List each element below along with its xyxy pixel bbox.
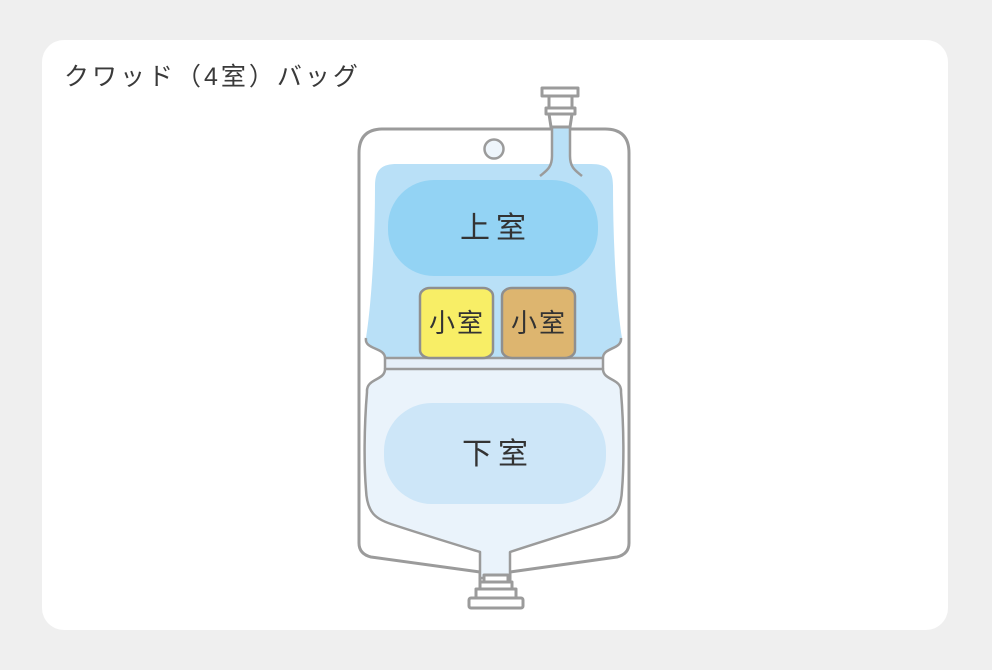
top-port-icon	[540, 86, 580, 129]
upper-chamber	[388, 180, 598, 276]
seal-band-lines	[364, 337, 623, 369]
diagram-title: クワッド（4室）バッグ	[64, 63, 361, 91]
top-neck-channel-lines	[539, 126, 583, 177]
hang-hole-icon	[483, 138, 505, 160]
small-chamber-right-label: 小室	[511, 308, 567, 338]
small-chamber-left	[418, 286, 495, 360]
bottom-port-icon	[467, 573, 525, 610]
lower-chamber-label: 下室	[462, 438, 534, 471]
seal-band	[385, 358, 603, 369]
small-chamber-right	[500, 286, 577, 360]
lower-chamber	[384, 403, 606, 504]
top-neck-channel	[540, 126, 582, 176]
small-chamber-left-label: 小室	[429, 308, 485, 338]
upper-chamber-label: 上室	[460, 212, 532, 245]
